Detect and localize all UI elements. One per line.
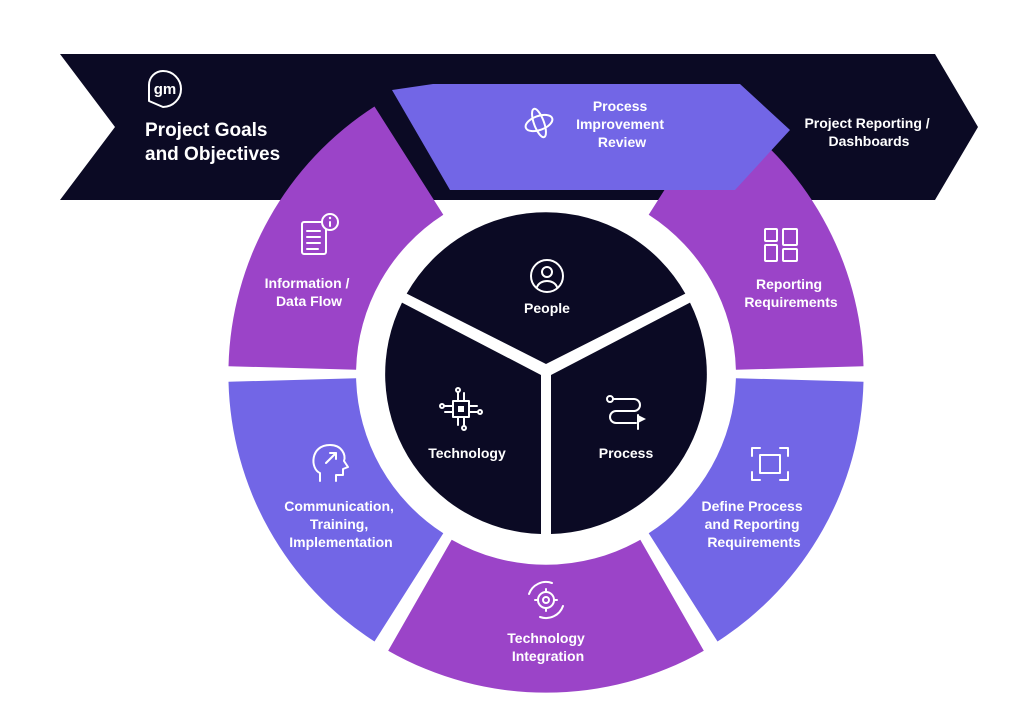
core-wedge-process bbox=[551, 302, 707, 534]
process-improvement-label: Process Improvement Review bbox=[576, 98, 668, 150]
gm-logo-text: gm bbox=[154, 81, 177, 98]
dashboard-layout-icon bbox=[764, 228, 798, 262]
ring-segment-define-process bbox=[648, 378, 864, 642]
person-icon bbox=[530, 259, 564, 293]
project-reporting-label: Project Reporting / Dashboards bbox=[804, 115, 933, 149]
gear-cycle-icon bbox=[528, 580, 564, 620]
reporting-requirements-label: Reporting Requirements bbox=[744, 276, 838, 310]
information-data-flow-label: Information / Data Flow bbox=[265, 275, 354, 309]
communication-training-label: Communication, Training, Implementation bbox=[284, 498, 398, 550]
core-label-people: People bbox=[524, 300, 570, 316]
route-flag-icon bbox=[606, 395, 646, 430]
orbit-cycle-icon bbox=[524, 107, 554, 139]
ring-segment-communication bbox=[228, 378, 444, 642]
frame-focus-icon bbox=[751, 447, 789, 481]
core-label-technology: Technology bbox=[428, 445, 506, 461]
banner-title: Project Goals and Objectives bbox=[145, 120, 280, 165]
core-wedge-people bbox=[406, 212, 686, 364]
ring-segment-information bbox=[228, 106, 444, 370]
process-improvement-arrow bbox=[392, 84, 790, 190]
core-label-process: Process bbox=[599, 445, 654, 461]
gm-logo-icon: gm bbox=[148, 70, 182, 108]
document-info-icon bbox=[301, 213, 339, 255]
head-growth-icon bbox=[312, 444, 349, 482]
define-process-label: Define Process and Reporting Requirement… bbox=[701, 498, 806, 550]
circuit-chip-icon bbox=[439, 387, 483, 431]
technology-integration-label: Technology Integration bbox=[507, 630, 588, 664]
ring-segment-technology-integration bbox=[388, 539, 704, 693]
